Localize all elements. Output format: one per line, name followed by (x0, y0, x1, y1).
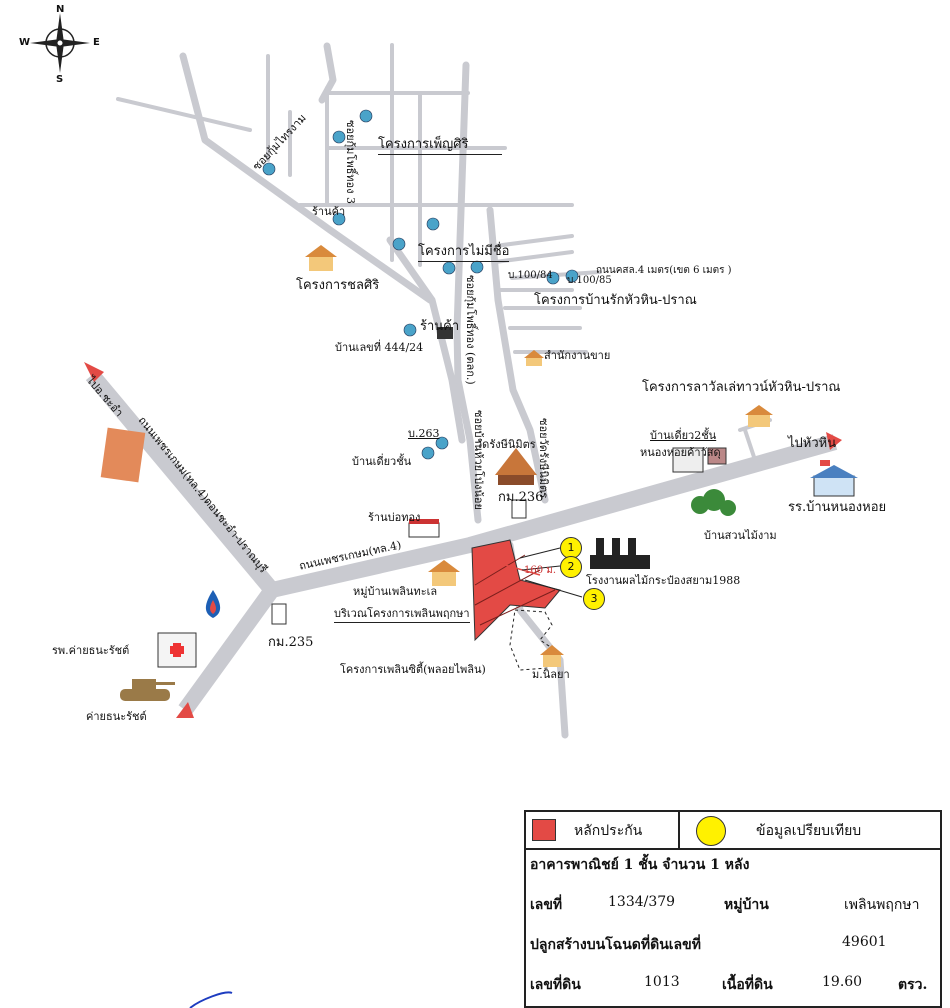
material-shop-icon (707, 447, 727, 465)
village-value: เพลินพฤกษา (844, 897, 920, 913)
label-gold-shop: ร้านบ่อทอง (368, 511, 421, 524)
small-house-markers (262, 109, 579, 460)
billboard-icon (100, 427, 146, 483)
label-nameless-project: โครงการไม่มีชื่อ (418, 240, 510, 262)
label-nilaya: ม.นิลยา (532, 668, 570, 681)
legend-collateral: หลักประกัน (574, 823, 643, 839)
building-title: อาคารพาณิชย์ 1 ชั้น จำนวน 1 หลัง (530, 857, 750, 873)
label-b84: บ.100/84 (508, 270, 553, 281)
ptt-logo-icon (205, 590, 221, 618)
house-icons (305, 245, 773, 667)
label-b85: บ.100/85 (567, 275, 612, 286)
compass-south: S (56, 74, 64, 85)
label-village: หมู่บ้านเพลินทะเล (353, 585, 438, 598)
label-lavalle: โครงการลาวัลเล่ทาวน์หัวหิน-ปราณ (642, 380, 841, 395)
deed-value: 49601 (842, 934, 887, 950)
tank-icon (120, 679, 175, 701)
label-project-area: บริเวณโครงการเพลินพฤกษา (334, 604, 470, 623)
area-unit: ตรว. (898, 977, 928, 993)
label-distance: 160 ม. (524, 565, 557, 576)
legend-compare: ข้อมูลเปรียบเทียบ (756, 823, 862, 839)
label-km236: กม.236 (498, 490, 544, 505)
label-sales-office: สำนักงานขาย (544, 349, 611, 362)
comparison-markers (519, 547, 583, 598)
label-shop-1: ร้านค้า (312, 205, 346, 218)
label-shop-2: ร้านค้า (420, 319, 460, 334)
label-rak-hua-hin: โครงการบ้านรักหัวหิน-ปราณ (534, 293, 697, 308)
compass-west: W (19, 37, 31, 48)
temple-icon (495, 448, 537, 485)
compass-east: E (93, 37, 100, 48)
subject-parcel (471, 539, 561, 642)
house-no-label: เลขที่ (530, 897, 563, 913)
legend-row: หลักประกัน ข้อมูลเปรียบเทียบ (526, 812, 940, 850)
road-width-label: ถนนคสล.4 เมตร(เขต 6 เมตร ) (596, 265, 732, 276)
km236-post-icon (511, 499, 527, 519)
deed-label: ปลูกสร้างบนโฉนดที่ดินเลขที่ (530, 937, 701, 953)
signature-stroke (189, 991, 233, 1008)
km235-post-icon (271, 603, 287, 625)
label-garden: บ้านสวนไม้งาม (704, 529, 777, 542)
hospital-icon (157, 632, 197, 668)
local-roads (116, 43, 772, 462)
shop-icon (437, 327, 453, 339)
school-icon (810, 460, 858, 497)
highways (85, 369, 838, 715)
compass-icon (30, 13, 90, 73)
label-hospital: รพ.ค่ายธนะรัชต์ (52, 644, 130, 657)
area-label: เนื้อที่ดิน (722, 977, 773, 993)
comparison-marker-3: 3 (583, 588, 605, 610)
label-material-shop: หนองหอยค้าวัสดุ (640, 446, 721, 459)
property-info-table: หลักประกัน ข้อมูลเปรียบเทียบ อาคารพาณิชย… (524, 810, 942, 1008)
area-value: 19.60 (822, 974, 863, 990)
two-storey-house-icon (672, 447, 704, 473)
land-no-label: เลขที่ดิน (530, 977, 581, 993)
label-wat-rangsi: วัดรังษีนิมิตร (476, 438, 536, 451)
label-plern-city: โครงการเพลินซิตี้(พลอยไพลิน) (340, 663, 486, 676)
label-two-storey-house: บ้านเดี่ยว2ชั้น (650, 429, 717, 442)
comparison-marker-2: 2 (560, 556, 582, 578)
label-factory: โรงงานผลไม้กระป๋องสยาม1988 (586, 574, 741, 587)
soi-label-2: ซอยกุ้มโพธิ์ทอง 3 (344, 120, 357, 205)
label-b263: บ.263 (408, 427, 440, 440)
house-no-value: 1334/379 (608, 894, 676, 910)
arrow-hua-hin-icon (826, 432, 842, 450)
compass-north: N (56, 4, 65, 15)
arrow-south-icon (176, 702, 194, 718)
comparison-swatch (696, 816, 726, 846)
label-house-444: บ้านเลขที่ 444/24 (335, 341, 424, 354)
label-km235: กม.235 (268, 635, 314, 650)
soi-label-3: ซอยกุ้มโพธิ์ทอง (ตลก.) (464, 275, 477, 385)
label-pensiri: โครงการเพ็ญศิริ (378, 133, 502, 155)
label-school: รร.บ้านหนองหอย (788, 500, 887, 515)
factory-icon (590, 538, 650, 569)
gold-shop-roof (409, 519, 439, 524)
legend-divider (678, 812, 680, 848)
tree-icon (691, 489, 736, 516)
label-single-house: บ้านเดี่ยวชั้น (352, 455, 412, 468)
label-camp: ค่ายธนะรัชต์ (86, 710, 147, 723)
arrow-cha-am-icon (84, 362, 104, 382)
soi-label-4: ซอยบ้านห้วยโป่งน้อย (472, 410, 485, 510)
road-label-to-hua-hin: ไปหัวหิน (788, 436, 837, 451)
label-cholasiri: โครงการชลศิริ (296, 278, 380, 293)
village-label: หมู่บ้าน (724, 897, 769, 913)
collateral-swatch (532, 819, 556, 841)
land-no-value: 1013 (644, 974, 680, 990)
